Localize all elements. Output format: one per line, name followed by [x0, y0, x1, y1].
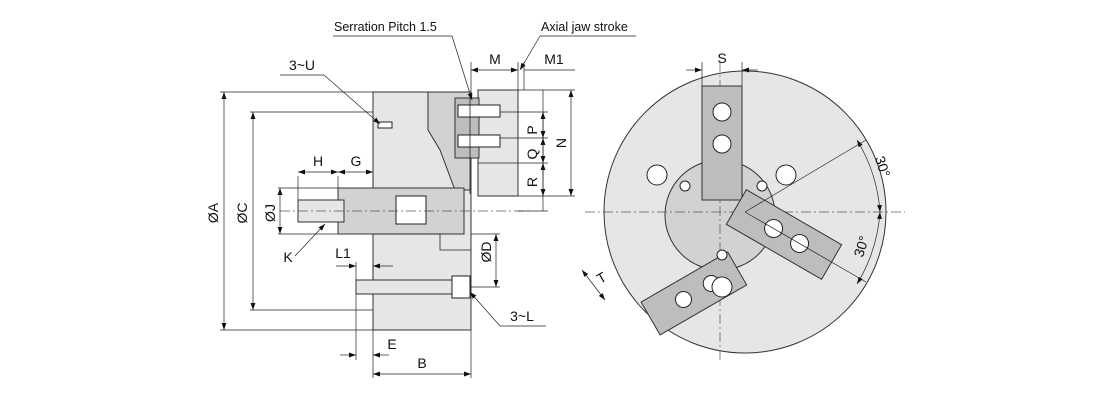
leader-axial-stroke	[519, 35, 541, 71]
label-dia-A: ØA	[205, 202, 221, 223]
dim-T	[581, 269, 606, 301]
jaw-bolt-hole	[712, 102, 732, 122]
mount-hole	[775, 164, 797, 186]
label-S: S	[717, 50, 726, 66]
leader-3-L	[469, 291, 501, 327]
label-M1: M1	[544, 51, 564, 67]
jaw-bolt	[457, 134, 501, 148]
label-K: K	[283, 249, 293, 265]
front-view: S T 30° 30°	[581, 50, 905, 360]
label-dia-J: ØJ	[262, 204, 278, 222]
center-bolt	[395, 195, 427, 225]
label-dia-C: ØC	[234, 203, 250, 224]
mounting-bolt	[355, 279, 467, 295]
label-axial-jaw-stroke: Axial jaw stroke	[541, 20, 628, 34]
leader-serration	[451, 35, 473, 101]
label-3-L: 3~L	[510, 308, 534, 324]
small-hole	[756, 180, 768, 192]
small-hole	[716, 249, 728, 261]
jaw-bolt	[457, 104, 501, 118]
mount-hole	[711, 276, 733, 298]
label-G: G	[351, 153, 362, 169]
mount-hole	[646, 164, 668, 186]
small-screw	[377, 121, 393, 129]
label-serration-pitch: Serration Pitch 1.5	[334, 20, 437, 34]
label-R: R	[524, 177, 540, 187]
label-dia-D: ØD	[478, 242, 494, 263]
label-H: H	[313, 153, 323, 169]
label-B: B	[417, 355, 426, 371]
label-N: N	[553, 138, 569, 148]
arc-30-lower	[856, 211, 882, 285]
leader-3-U	[323, 74, 381, 125]
small-hole	[679, 180, 691, 192]
angle-ext-line	[744, 211, 867, 283]
label-angle-lower: 30°	[850, 234, 872, 259]
label-T: T	[594, 268, 610, 286]
jaw-bolt-hole	[712, 134, 732, 154]
angle-ext-line	[744, 139, 867, 213]
label-P: P	[524, 125, 540, 134]
label-3-U: 3~U	[289, 57, 315, 73]
body-step	[373, 233, 471, 251]
label-angle-upper: 30°	[872, 154, 894, 179]
side-view: ØA ØC ØJ H G K L1 ØD 3~L	[205, 20, 636, 378]
label-L1: L1	[335, 245, 351, 261]
label-E: E	[387, 336, 396, 352]
leader-K	[294, 223, 326, 257]
mounting-bolt-head	[451, 275, 471, 299]
label-Q: Q	[524, 148, 540, 159]
arc-30-upper	[856, 139, 882, 213]
label-M: M	[489, 51, 501, 67]
